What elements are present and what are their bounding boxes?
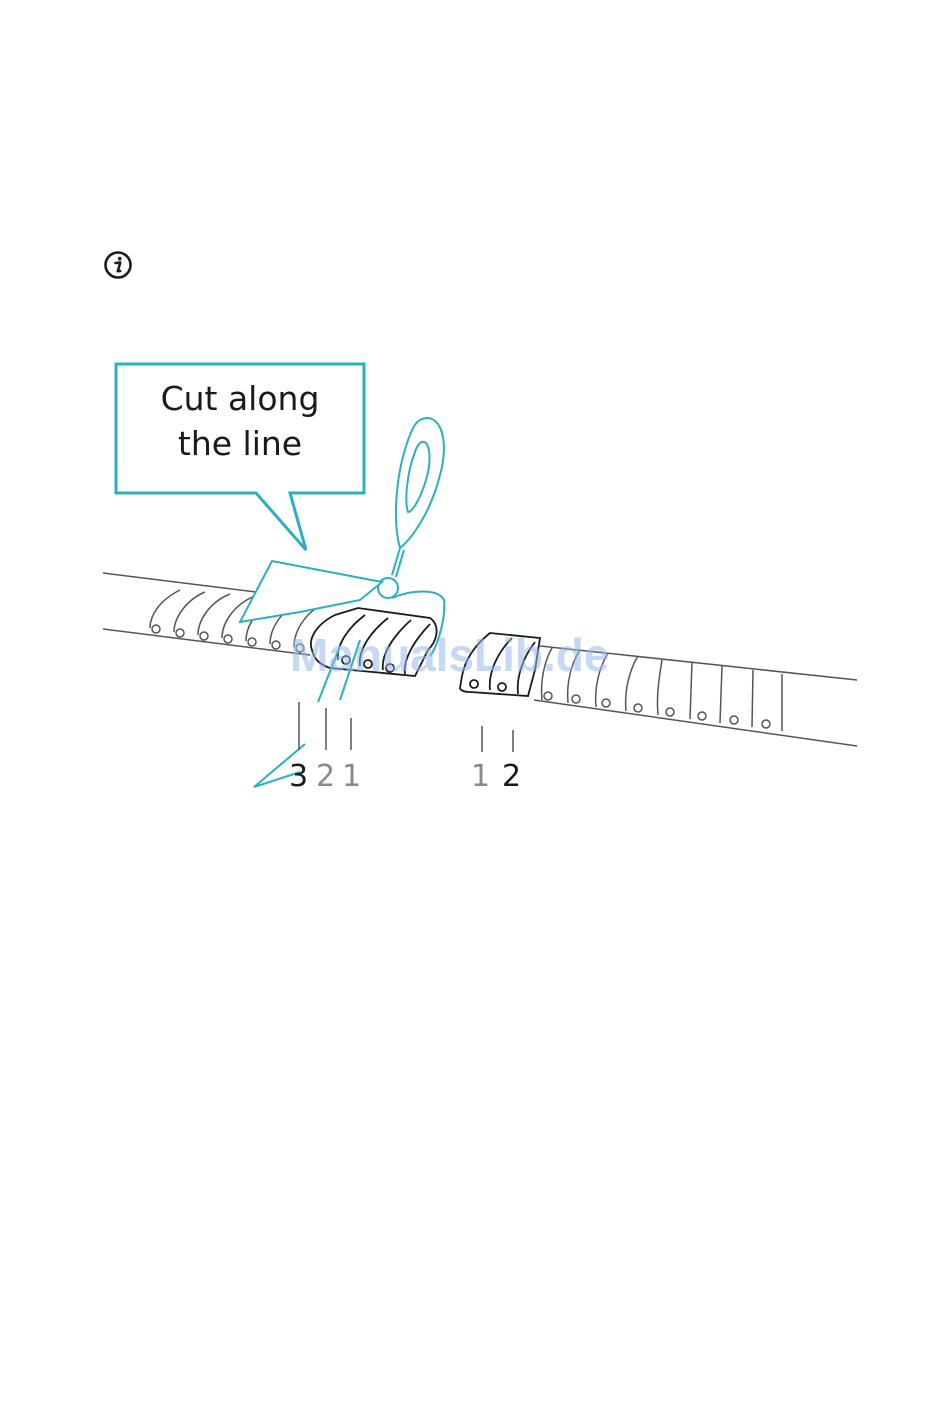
label-ticks (299, 702, 513, 752)
info-icon (103, 250, 133, 280)
label-left-3: 3 (289, 762, 308, 792)
label-left-2: 2 (316, 762, 335, 792)
watermark: ManualsLib.de (290, 628, 609, 682)
callout-line-2: the line (116, 421, 364, 466)
label-right-2: 2 (502, 762, 521, 792)
callout-text: Cut along the line (116, 376, 364, 466)
label-left-1: 1 (342, 762, 361, 792)
callout-line-1: Cut along (116, 376, 364, 421)
label-right-1: 1 (471, 762, 490, 792)
